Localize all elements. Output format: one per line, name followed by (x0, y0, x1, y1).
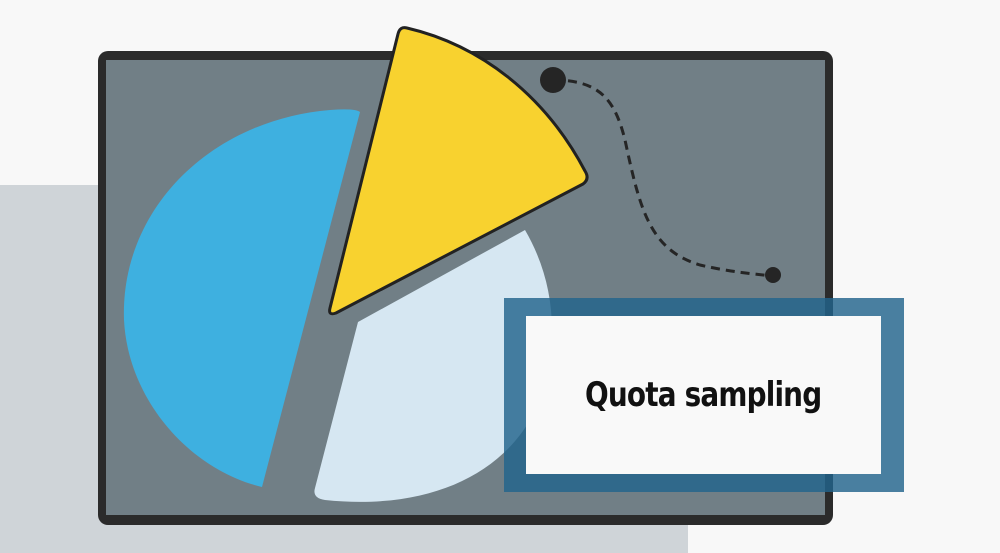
dashed-path (552, 78, 773, 278)
pie-slice-blue (123, 109, 360, 487)
pie-slice-yellow (328, 26, 589, 316)
path-end-dot (765, 267, 781, 283)
label-card: Quota sampling (526, 316, 881, 474)
path-start-dot (540, 67, 566, 93)
title-label: Quota sampling (585, 375, 822, 415)
pie-slice-light (314, 230, 552, 502)
